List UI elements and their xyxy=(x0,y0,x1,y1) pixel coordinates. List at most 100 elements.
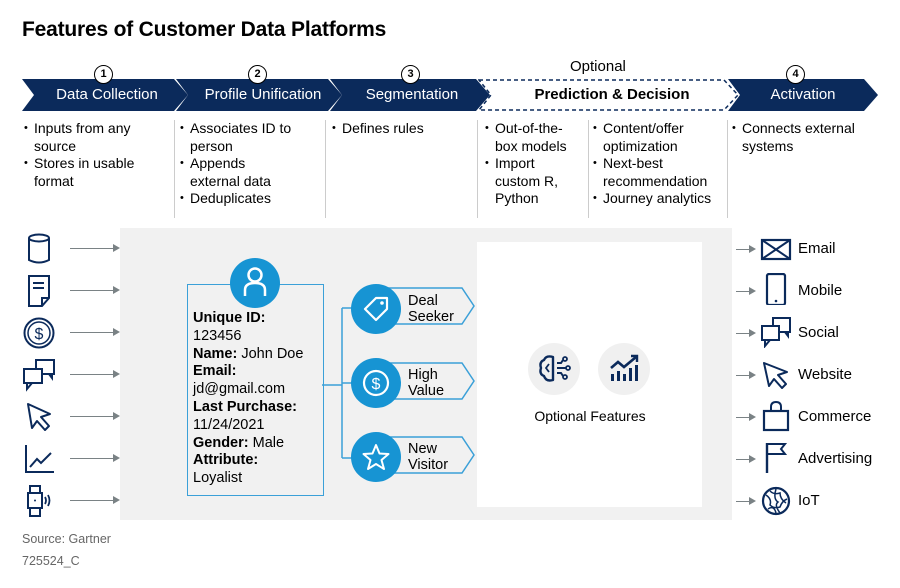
flow-arrow-head xyxy=(749,287,756,295)
mobile-icon xyxy=(765,273,787,305)
field-label: Last Purchase: xyxy=(193,398,297,415)
dashed-chevron-shape xyxy=(478,79,740,111)
bullet-item: Deduplicates xyxy=(180,190,295,208)
bullet-item: Associates ID to person xyxy=(180,120,295,155)
stage-profile-unification: Profile Unification xyxy=(176,79,342,111)
chat-icon xyxy=(761,317,791,348)
step-number-badge: 3 xyxy=(401,65,420,84)
bullet-item: Connects external systems xyxy=(732,120,882,155)
field-value: John Doe xyxy=(241,345,304,362)
flow-arrow-line xyxy=(736,291,750,292)
ai-brain-icon xyxy=(539,355,571,382)
flow-arrow-head xyxy=(113,496,120,504)
step-number-badge: 4 xyxy=(786,65,805,84)
tag-icon xyxy=(363,296,389,322)
segment-label-line: New xyxy=(408,441,438,457)
cursor-icon xyxy=(27,403,51,431)
output-label-social: Social xyxy=(798,324,839,341)
person-icon xyxy=(243,267,267,296)
ai-brain-badge xyxy=(528,343,580,395)
optional-features-panel xyxy=(477,242,702,507)
dollar-icon: $ xyxy=(362,369,390,397)
segment-label-line: Visitor xyxy=(408,457,449,473)
segment-label-line: Value xyxy=(408,383,445,399)
field-label: Attribute: xyxy=(193,452,259,469)
document-icon xyxy=(28,275,50,307)
flow-arrow-line xyxy=(70,332,114,333)
flow-arrow-line xyxy=(736,417,750,418)
stage-label: Activation xyxy=(770,86,836,103)
flag-icon xyxy=(765,443,788,473)
step-number-badge: 2 xyxy=(248,65,267,84)
bullet-item: Inputs from any source xyxy=(24,120,164,155)
field-value: 123456 xyxy=(193,327,242,344)
segment-new-visitor-badge xyxy=(351,432,401,482)
flow-arrow-line xyxy=(736,249,750,250)
svg-text:$: $ xyxy=(372,376,381,393)
flow-arrow-head xyxy=(749,329,756,337)
flow-arrow-head xyxy=(749,245,756,253)
globe-network-icon xyxy=(761,486,791,516)
stage-segmentation: Segmentation xyxy=(330,79,490,111)
flow-arrow-line xyxy=(70,458,114,459)
bullet-item: Next-best recommendation xyxy=(593,155,728,190)
bullet-item: Import custom R, Python xyxy=(485,155,580,208)
stage-prediction-decision: Prediction & Decision xyxy=(478,79,740,111)
stage-label: Profile Unification xyxy=(204,86,322,103)
dollar-icon: $ xyxy=(23,317,55,349)
stage-3-bullets: Defines rules xyxy=(332,120,472,138)
profile-avatar xyxy=(230,258,280,308)
flow-arrow-head xyxy=(749,497,756,505)
stage-2-bullets: Associates ID to person Appends external… xyxy=(180,120,295,208)
output-label-mobile: Mobile xyxy=(798,282,843,299)
field-label: Gender: xyxy=(193,434,249,451)
optional-label: Optional xyxy=(570,58,626,75)
output-label-commerce: Commerce xyxy=(798,408,872,425)
flow-arrow-line xyxy=(70,290,114,291)
flow-arrow-line xyxy=(70,374,114,375)
bullet-item: Appends external data xyxy=(180,155,295,190)
flow-arrow-head xyxy=(113,412,120,420)
star-icon xyxy=(362,444,390,470)
output-label-advertising: Advertising xyxy=(798,450,873,467)
chevron-shape xyxy=(22,79,188,111)
field-label: Name: xyxy=(193,345,238,362)
stage-data-collection: Data Collection xyxy=(22,79,188,111)
cursor-icon xyxy=(763,362,788,389)
segment-new-visitor: New Visitor xyxy=(408,441,448,473)
flow-arrow-line xyxy=(736,375,750,376)
stage-activation: Activation xyxy=(728,79,878,111)
stage-1-bullets: Inputs from any source Stores in usable … xyxy=(24,120,164,190)
segment-high-value-badge: $ xyxy=(351,358,401,408)
field-value: Male xyxy=(252,434,285,451)
flow-arrow-line xyxy=(70,416,114,417)
bullet-item: Stores in usable format xyxy=(24,155,164,190)
output-label-website: Website xyxy=(798,366,852,383)
field-label: Unique ID: xyxy=(193,310,266,326)
flow-arrow-head xyxy=(113,370,120,378)
chevron-shape xyxy=(330,79,490,111)
bullet-item: Content/offer optimization xyxy=(593,120,728,155)
wearable-icon xyxy=(27,485,51,517)
column-divider xyxy=(174,120,175,218)
output-label-email: Email xyxy=(798,240,836,257)
svg-text:$: $ xyxy=(35,326,44,343)
growth-chart-icon xyxy=(610,354,639,381)
segment-deal-seeker: Deal Seeker xyxy=(408,293,454,325)
flow-arrow-head xyxy=(113,286,120,294)
source-note: Source: Gartner xyxy=(22,532,111,546)
envelope-icon xyxy=(760,238,792,261)
flow-arrow-line xyxy=(736,459,750,460)
bullet-item: Out-of-the-box models xyxy=(485,120,580,155)
stage-pd-bullets-b: Content/offer optimization Next-best rec… xyxy=(593,120,728,208)
field-label: Email: xyxy=(193,363,237,380)
stage-4-bullets: Connects external systems xyxy=(732,120,882,155)
stage-pd-bullets-a: Out-of-the-box models Import custom R, P… xyxy=(485,120,580,208)
bullet-item: Defines rules xyxy=(332,120,472,138)
segment-label-line: Seeker xyxy=(408,309,454,325)
flow-arrow-head xyxy=(113,328,120,336)
figure-id: 725524_C xyxy=(22,554,80,568)
step-number-badge: 1 xyxy=(94,65,113,84)
column-divider xyxy=(727,120,728,218)
segment-label-line: High xyxy=(408,367,438,383)
